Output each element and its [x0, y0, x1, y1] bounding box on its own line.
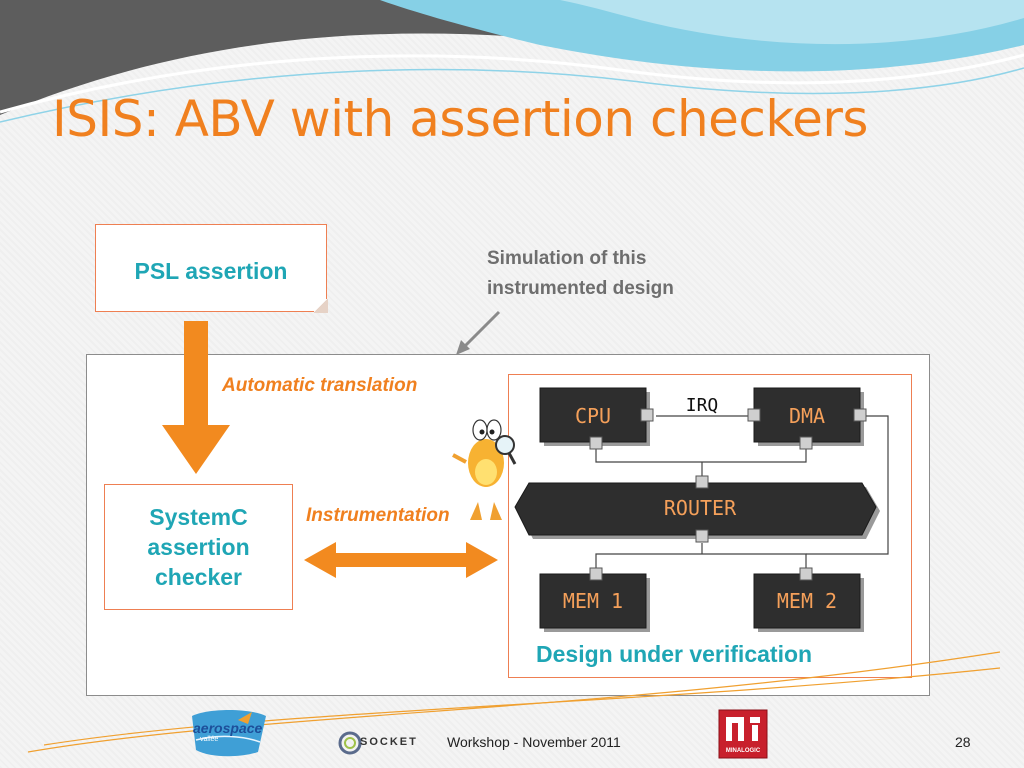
footer-swoosh — [27, 651, 1001, 753]
socket-logo-text: SOCKET — [360, 736, 418, 748]
header-wave — [0, 0, 1024, 123]
mem1-block: MEM 1 — [539, 567, 650, 632]
aerospace-logo-subtext: vallée — [200, 736, 219, 743]
systemc-checker-box: SystemC assertion checker — [104, 484, 293, 610]
instrumentation-label: Instrumentation — [306, 505, 450, 526]
irq-label: IRQ — [686, 395, 719, 416]
router-block: ROUTER — [514, 475, 880, 543]
cpu-label: CPU — [575, 404, 611, 428]
minalogic-logo-text: MINALOGIC — [725, 748, 761, 754]
automatic-translation-label: Automatic translation — [222, 375, 418, 396]
socket-logo-icon — [338, 731, 362, 755]
mem2-block: MEM 2 — [753, 567, 864, 632]
mem2-label: MEM 2 — [777, 589, 837, 613]
router-label: ROUTER — [664, 496, 737, 520]
aerospace-logo-icon — [192, 710, 266, 757]
cpu-block: CPU — [539, 387, 654, 450]
systemc-checker-label: SystemC assertion checker — [147, 504, 250, 590]
dma-block: DMA — [747, 387, 867, 450]
aerospace-logo-text: aerospace — [193, 720, 263, 736]
page-number: 28 — [955, 734, 971, 750]
footer-workshop: Workshop - November 2011 — [447, 734, 621, 750]
simulation-pointer-line — [461, 310, 501, 350]
mem1-label: MEM 1 — [563, 589, 623, 613]
instrumentation-arrow — [304, 542, 498, 578]
simulation-note: Simulation of this instrumented design — [487, 248, 674, 299]
translation-arrow — [162, 321, 230, 474]
slide-title: ISIS: ABV with assertion checkers — [52, 90, 868, 148]
design-under-verification-label: Design under verification — [536, 641, 813, 667]
dma-label: DMA — [789, 404, 825, 428]
page-fold-icon — [314, 299, 328, 313]
psl-assertion-box: PSL assertion — [95, 224, 328, 313]
design-wires — [595, 415, 889, 572]
simulation-pointer-head — [456, 340, 470, 355]
minalogic-logo-icon — [718, 709, 768, 759]
psl-assertion-label: PSL assertion — [134, 258, 288, 284]
mascot-icon — [452, 419, 517, 520]
